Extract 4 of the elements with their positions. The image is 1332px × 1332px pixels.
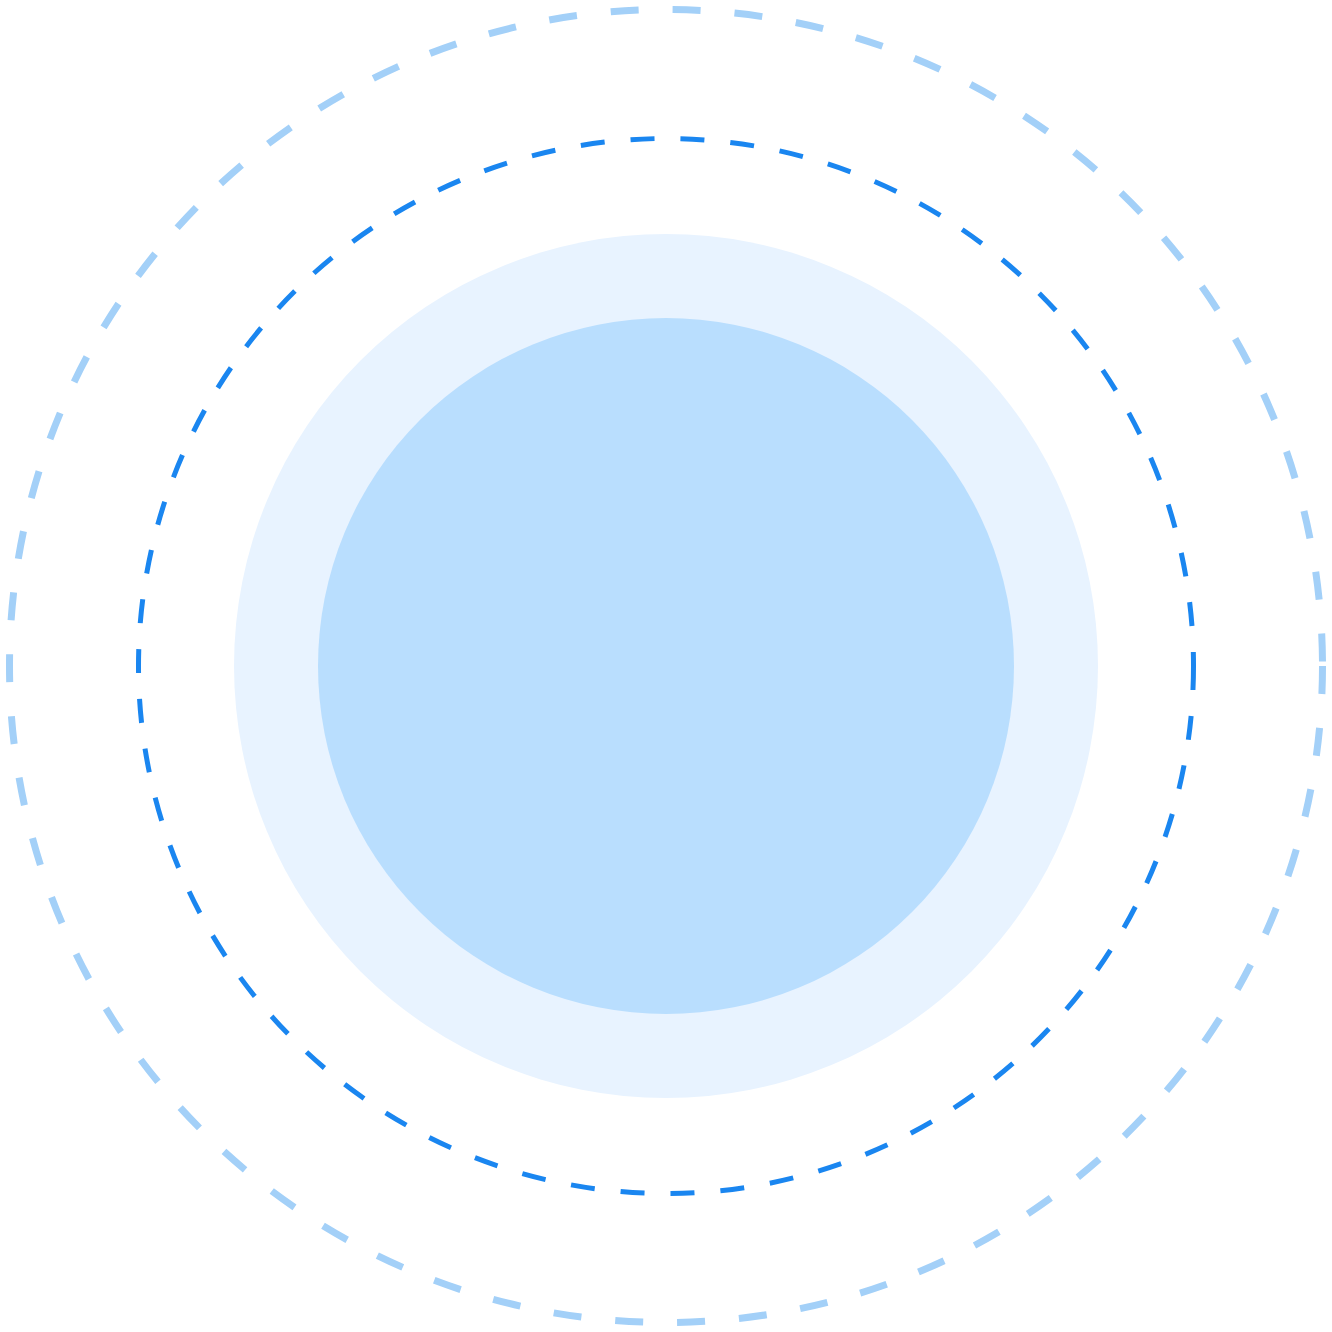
core-circle: [318, 318, 1014, 1014]
halo-circle: [234, 234, 1098, 1098]
dashed-ring: [136, 136, 1196, 1196]
dashed-ring: [6, 6, 1326, 1326]
